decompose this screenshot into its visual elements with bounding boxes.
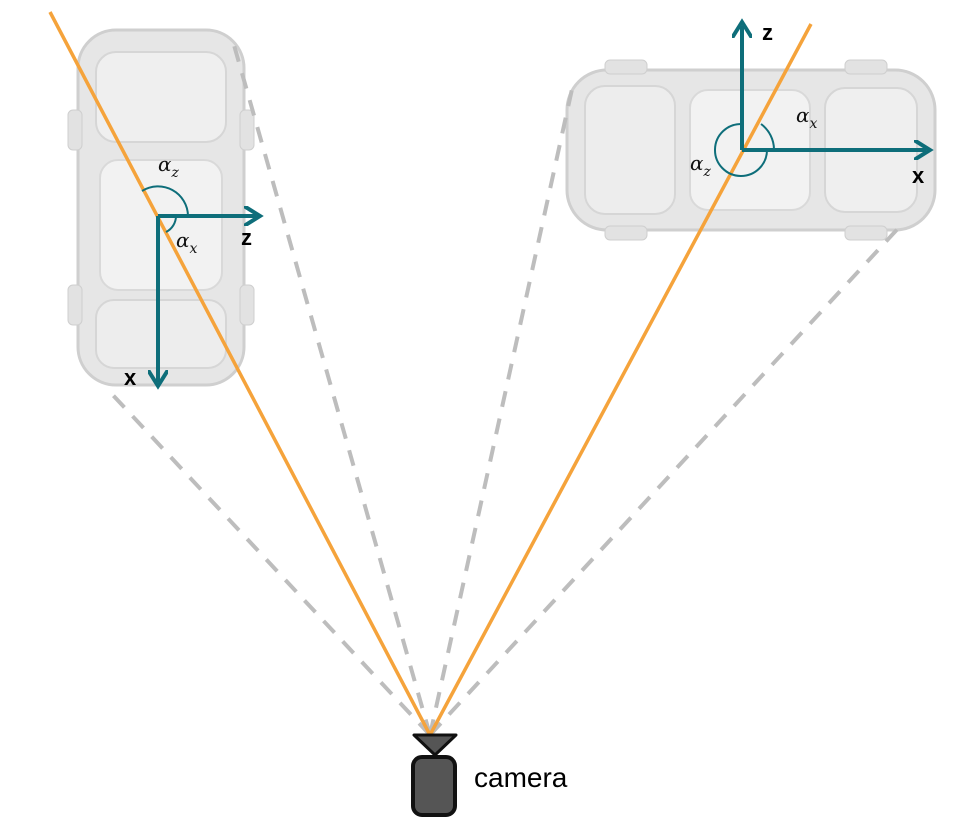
right-alpha-z-arc — [714, 122, 768, 177]
left-alpha-z-arc — [141, 185, 189, 217]
right-z-label: z — [762, 20, 773, 45]
right-alpha-x-arc — [760, 123, 776, 151]
left-alpha-z-label: αz — [158, 152, 180, 181]
left-x-label: x — [124, 365, 137, 390]
boundary-right-inner — [428, 79, 576, 736]
boundary-left-outer — [108, 390, 432, 737]
right-alpha-x-label: αx — [796, 103, 818, 132]
left-car-axes — [158, 216, 256, 382]
left-car — [67, 28, 255, 387]
boundary-left-inner — [230, 37, 432, 736]
boundary-lines — [108, 37, 906, 737]
ray-right — [428, 23, 813, 736]
boundary-right-outer — [428, 220, 906, 737]
right-alpha-z-label: αz — [690, 151, 712, 180]
left-alpha-x-label: αx — [176, 228, 198, 257]
camera-rays — [48, 11, 813, 736]
ray-left — [48, 11, 432, 736]
right-car-axes — [742, 26, 926, 150]
camera-icon — [411, 733, 458, 817]
camera-label: camera — [474, 762, 568, 793]
left-angle-arcs — [141, 185, 189, 233]
left-alpha-x-arc — [165, 215, 177, 233]
right-x-label: x — [912, 163, 925, 188]
right-angle-arcs — [714, 122, 776, 177]
left-z-label: z — [241, 225, 252, 250]
